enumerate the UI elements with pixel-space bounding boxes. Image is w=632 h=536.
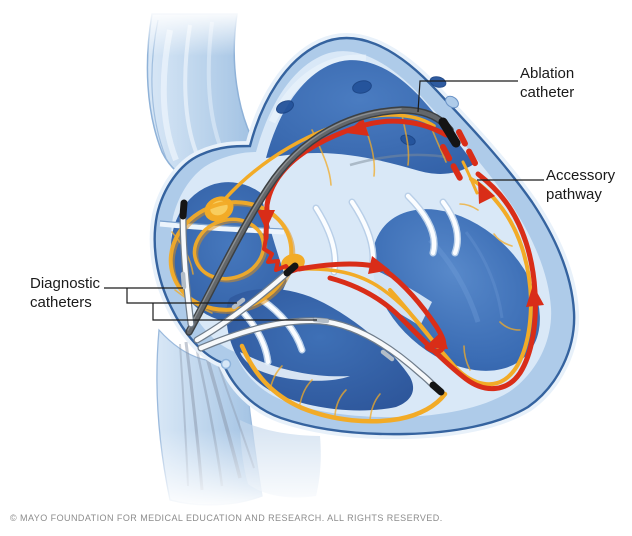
diagnostic-catheter-1 (179, 199, 195, 328)
catheter-tip (283, 262, 299, 277)
circuit-arrowheads (257, 118, 544, 349)
diagnostic-catheter-2 (193, 262, 299, 344)
ablation-leader (417, 80, 518, 113)
pulmonary-vein-openings (276, 76, 447, 146)
diagnostic-catheters-label: Diagnostic catheters (30, 275, 101, 311)
ablation-catheter-label: Ablation catheter (520, 65, 575, 101)
catheter-tip (179, 199, 188, 220)
electrode-band (180, 271, 187, 290)
trabecula-sliver (240, 352, 350, 381)
electrode-band (231, 297, 246, 310)
atrial-appendage-bump (445, 95, 459, 109)
diagnostic-leader-2 (126, 288, 237, 304)
accessory-pathway-bars (440, 129, 480, 183)
ablation-catheter-graphic (185, 106, 461, 336)
catheter-tip (429, 381, 445, 396)
coronary-sinus-opening (220, 358, 232, 370)
accessory-pathway-label: Accessory pathway (546, 167, 616, 203)
superior-vena-cava-vessel (135, 10, 260, 183)
inferior-vena-cava-vessel (150, 328, 330, 510)
ablation-catheter-tip (438, 117, 461, 148)
catheter-shadow (349, 153, 453, 167)
fossa-ridge (159, 220, 285, 235)
copyright-notice: © MAYO FOUNDATION FOR MEDICAL EDUCATION … (10, 513, 443, 523)
electrode-band (380, 349, 395, 362)
leader-lines (104, 80, 544, 321)
diagnostic-leader-3 (152, 303, 317, 321)
